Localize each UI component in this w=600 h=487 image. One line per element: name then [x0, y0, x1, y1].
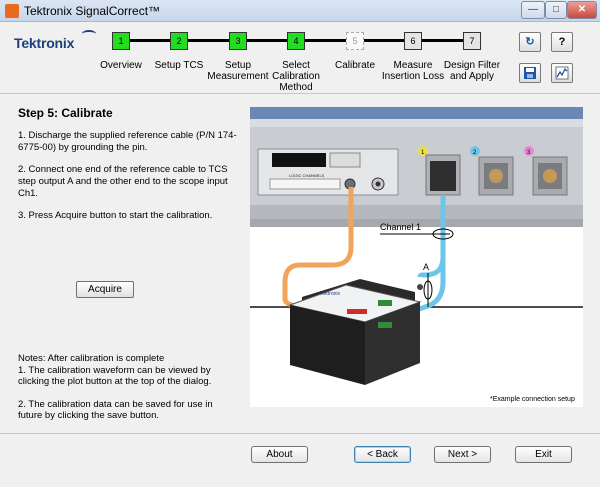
about-button[interactable]: About [251, 446, 308, 463]
channel-1-label: Channel 1 [380, 222, 421, 232]
step-4-label: Select Calibration Method [272, 60, 320, 93]
exit-button[interactable]: Exit [515, 446, 572, 463]
notes-heading: Notes: After calibration is complete [18, 353, 165, 364]
refresh-button[interactable]: ↻ [519, 32, 541, 52]
ch1-indicator-label: 1 [421, 150, 425, 156]
next-button[interactable]: Next > [434, 446, 491, 463]
instructions-panel: Step 5: Calibrate 1. Discharge the suppl… [18, 106, 240, 426]
refresh-icon: ↻ [525, 36, 535, 48]
app-icon [5, 4, 19, 18]
tektronix-logo: Tektronix [14, 35, 75, 51]
step-4-box[interactable]: 4 [287, 32, 305, 50]
close-button[interactable]: ✕ [567, 1, 597, 19]
ch3-indicator-label: 3 [527, 150, 531, 156]
save-icon [524, 67, 536, 79]
plot-button[interactable] [551, 63, 573, 83]
step-5-box[interactable]: 5 [346, 32, 364, 50]
step-5-label: Calibrate [334, 60, 376, 71]
instruction-3: 3. Press Acquire button to start the cal… [18, 210, 213, 221]
header-divider [0, 93, 600, 94]
instruction-1: 1. Discharge the supplied reference cabl… [18, 130, 237, 153]
port-a-label: A [423, 262, 429, 272]
step-7-label: Design Filter and Apply [443, 60, 501, 82]
step-title: Step 5: Calibrate [18, 106, 113, 120]
ch2-indicator-label: 2 [473, 150, 477, 156]
footer-divider [0, 433, 600, 434]
help-icon: ? [558, 36, 566, 48]
connection-setup-illustration: LOGIC CHANNELS 1 2 3 Channel 1 A [250, 107, 583, 403]
step-1-box[interactable]: 1 [112, 32, 130, 50]
step-3-box[interactable]: 3 [229, 32, 247, 50]
logic-channels-label: LOGIC CHANNELS [289, 173, 325, 178]
minimize-button[interactable]: — [521, 1, 545, 19]
image-caption: *Example connection setup [490, 396, 575, 403]
logo-arc-icon [82, 30, 96, 38]
note-2: 2. The calibration data can be saved for… [18, 398, 213, 422]
step-2-box[interactable]: 2 [170, 32, 188, 50]
maximize-button[interactable]: □ [545, 1, 567, 19]
window-title: Tektronix SignalCorrect™ [24, 4, 161, 18]
step-6-label: Measure Insertion Loss [381, 60, 445, 82]
help-button[interactable]: ? [551, 32, 573, 52]
step-6-box[interactable]: 6 [404, 32, 422, 50]
ch1-indicator [418, 146, 428, 156]
step-3-label: Setup Measurement [207, 60, 269, 82]
note-1: 1. The calibration waveform can be viewe… [18, 364, 212, 388]
wizard-header: Tektronix 1 2 3 4 5 6 7 Overview Setup T… [0, 22, 600, 93]
notes-section: Notes: After calibration is complete 1. … [18, 353, 238, 422]
connection-diagram: LOGIC CHANNELS 1 2 3 Channel 1 A [250, 107, 583, 407]
step-2-label: Setup TCS [154, 60, 204, 71]
title-bar: Tektronix SignalCorrect™ — □ ✕ [0, 0, 600, 22]
instruction-2: 2. Connect one end of the reference cabl… [18, 164, 228, 199]
device-brand-label: Tektronix [320, 291, 341, 297]
save-button[interactable] [519, 63, 541, 83]
step-7-box[interactable]: 7 [463, 32, 481, 50]
step-1-label: Overview [100, 60, 142, 71]
acquire-button[interactable]: Acquire [76, 281, 134, 298]
plot-icon [555, 66, 569, 80]
back-button[interactable]: < Back [354, 446, 411, 463]
